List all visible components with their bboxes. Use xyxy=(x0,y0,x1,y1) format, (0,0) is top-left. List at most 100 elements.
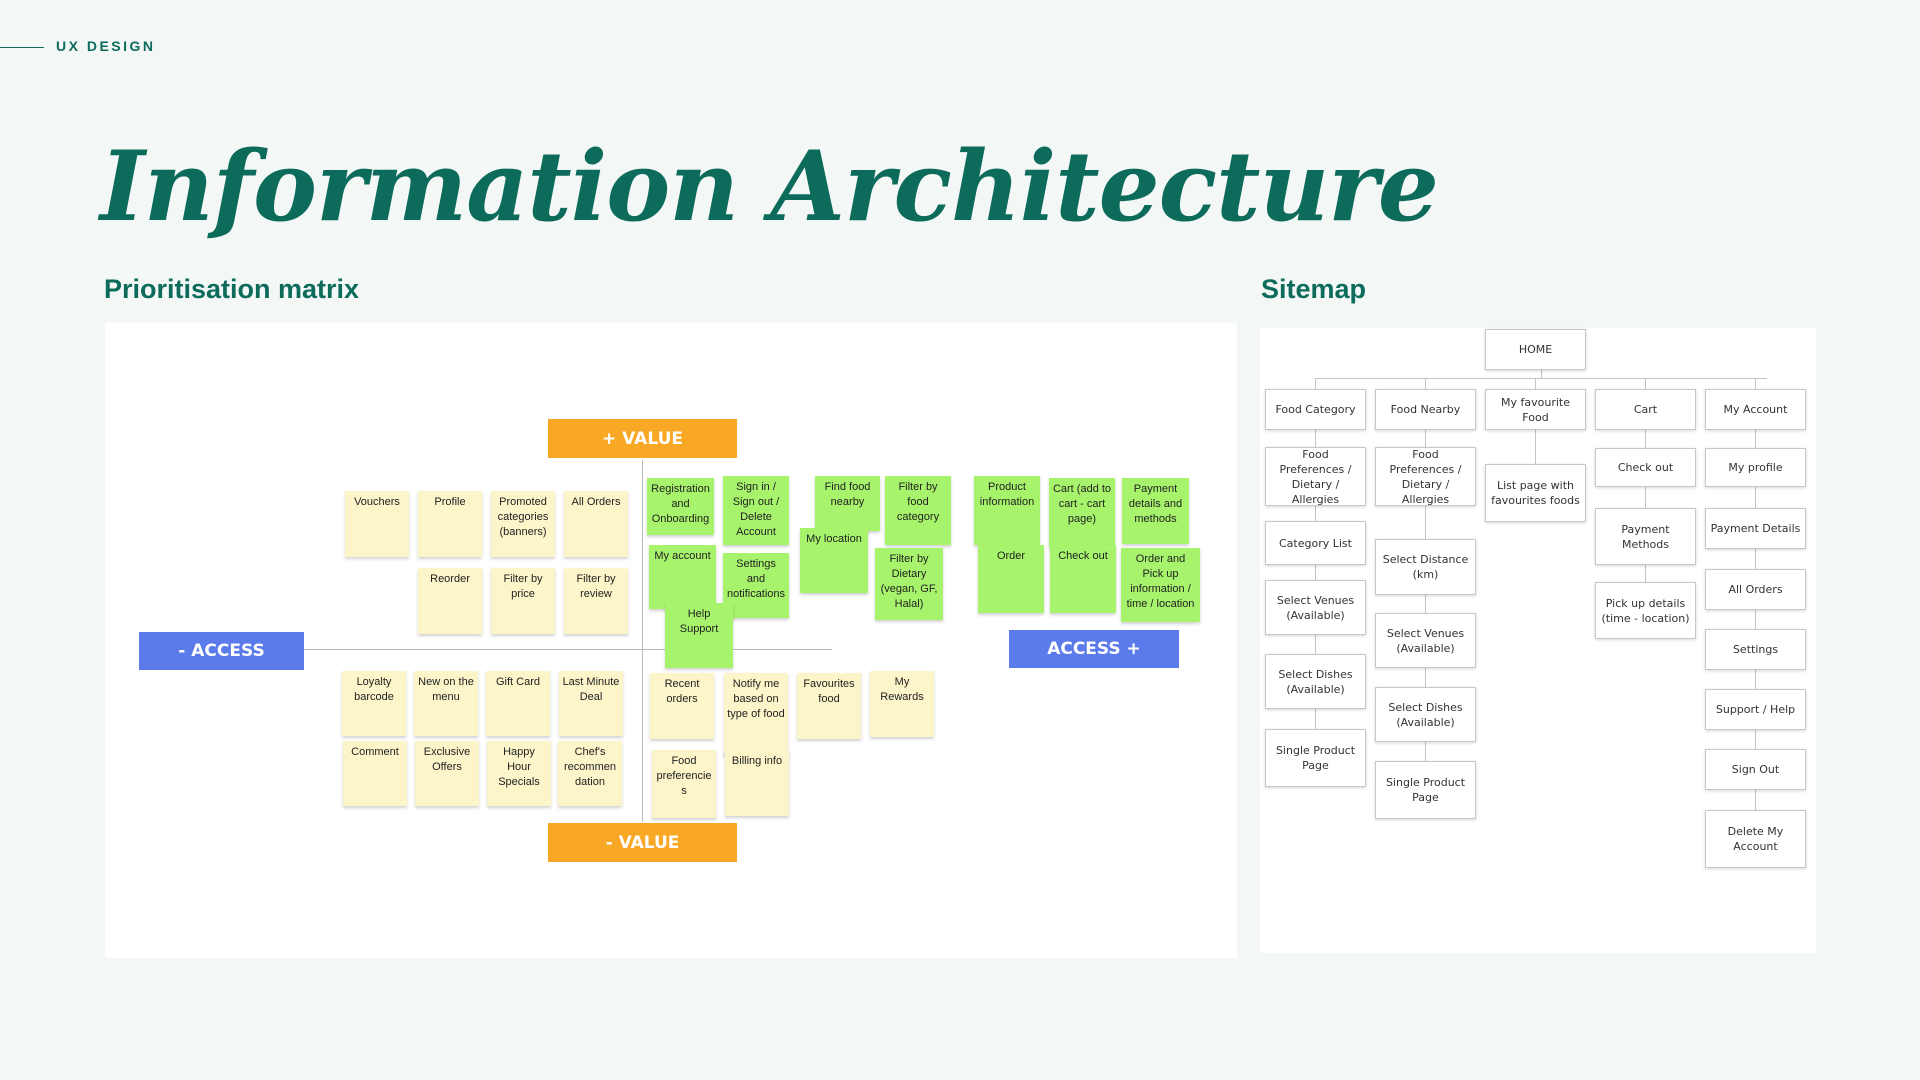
sticky-note: Happy Hour Specials xyxy=(487,741,551,806)
sitemap-connector xyxy=(1541,370,1542,378)
sticky-note: Last Minute Deal xyxy=(559,671,623,736)
sitemap-connector xyxy=(1425,430,1426,447)
section-kicker: UX DESIGN xyxy=(56,38,156,54)
sticky-note: Billing info xyxy=(725,750,789,816)
sitemap-connector xyxy=(1645,378,1646,389)
sitemap-node: Sign Out xyxy=(1705,749,1806,790)
vertical-axis xyxy=(642,460,643,822)
sticky-note: Check out xyxy=(1050,545,1116,613)
sticky-note: Exclusive Offers xyxy=(415,741,479,806)
sticky-note: Food preferencie s xyxy=(652,750,716,818)
sitemap-node: Select Distance (km) xyxy=(1375,539,1476,595)
kicker-line xyxy=(0,47,44,48)
sitemap-node: All Orders xyxy=(1705,569,1806,610)
sitemap-connector xyxy=(1535,378,1536,389)
sitemap-node: Food Category xyxy=(1265,389,1366,430)
sitemap-home-node: HOME xyxy=(1485,329,1586,370)
sitemap-node: Delete My Account xyxy=(1705,810,1806,868)
sticky-note: Product information xyxy=(974,476,1040,545)
sticky-note: Order and Pick up information / time / l… xyxy=(1121,548,1200,622)
sticky-note: Sign in / Sign out / Delete Account xyxy=(723,476,789,545)
sitemap-node: Single Product Page xyxy=(1375,761,1476,819)
sitemap-node: Select Venues (Available) xyxy=(1265,580,1366,635)
access-plus-label: ACCESS + xyxy=(1009,630,1179,668)
sitemap-connector xyxy=(1755,610,1756,629)
sitemap-node: List page with favourites foods xyxy=(1485,464,1586,522)
sticky-note: Registration and Onboarding xyxy=(647,478,714,535)
sitemap-node: My profile xyxy=(1705,448,1806,487)
sitemap-connector xyxy=(1755,487,1756,508)
sitemap-connector xyxy=(1315,709,1316,729)
sticky-note: Comment xyxy=(343,741,407,806)
sitemap-connector xyxy=(1535,430,1536,464)
sitemap-connector xyxy=(1315,378,1316,389)
sitemap-connector xyxy=(1315,430,1316,447)
sitemap-title: Sitemap xyxy=(1261,274,1367,304)
sticky-note: Profile xyxy=(418,491,482,557)
sitemap-connector xyxy=(1645,430,1646,448)
sitemap-node: Single Product Page xyxy=(1265,729,1366,787)
sticky-note: Chef's recommen dation xyxy=(558,741,622,806)
sticky-note: Vouchers xyxy=(345,491,409,557)
sitemap-node: My favourite Food xyxy=(1485,389,1586,430)
sticky-note: My location xyxy=(800,528,868,593)
sitemap-node: Payment Methods xyxy=(1595,508,1696,565)
sticky-note: Loyalty barcode xyxy=(342,671,406,736)
sitemap-node: Pick up details (time - location) xyxy=(1595,582,1696,639)
sticky-note: Recent orders xyxy=(650,673,714,739)
sitemap-connector xyxy=(1755,430,1756,448)
sitemap-connector xyxy=(1425,506,1426,539)
sitemap-node: Support / Help xyxy=(1705,689,1806,730)
sitemap-node: My Account xyxy=(1705,389,1806,430)
sitemap-connector xyxy=(1315,378,1767,379)
sticky-note: Filter by food category xyxy=(885,476,951,545)
sticky-note: Favourites food xyxy=(797,673,861,739)
sitemap-connector xyxy=(1755,378,1756,389)
sticky-note: Notify me based on type of food xyxy=(724,673,788,755)
sticky-note: Cart (add to cart - cart page) xyxy=(1049,478,1115,547)
matrix-title: Prioritisation matrix xyxy=(104,274,360,304)
sitemap-node: Select Venues (Available) xyxy=(1375,613,1476,668)
sitemap-connector xyxy=(1425,378,1426,389)
sitemap-connector xyxy=(1645,565,1646,582)
sitemap-node: Select Dishes (Available) xyxy=(1265,654,1366,709)
sitemap-connector xyxy=(1315,565,1316,580)
sticky-note: Gift Card xyxy=(486,671,550,736)
sticky-note: Reorder xyxy=(418,568,482,634)
value-plus-label: + VALUE xyxy=(548,419,737,458)
sticky-note: Find food nearby xyxy=(815,476,880,531)
sitemap-connector xyxy=(1755,730,1756,749)
sticky-note: New on the menu xyxy=(414,671,478,736)
sitemap-node: Food Nearby xyxy=(1375,389,1476,430)
sitemap-connector xyxy=(1425,668,1426,687)
access-minus-label: - ACCESS xyxy=(139,632,304,670)
sitemap-node: Check out xyxy=(1595,448,1696,487)
sitemap-node: Food Preferences / Dietary / Allergies xyxy=(1375,447,1476,506)
sitemap-connector xyxy=(1755,549,1756,569)
sitemap-node: Food Preferences / Dietary / Allergies xyxy=(1265,447,1366,506)
sitemap-node: Category List xyxy=(1265,521,1366,565)
page-title: Information Architecture xyxy=(100,130,1439,243)
horizontal-axis xyxy=(262,649,832,650)
sitemap-node: Settings xyxy=(1705,629,1806,670)
sticky-note: Promoted categories (banners) xyxy=(491,491,555,557)
sticky-note: Help Support xyxy=(665,603,733,668)
sitemap-connector xyxy=(1425,595,1426,613)
sticky-note: All Orders xyxy=(564,491,628,557)
sitemap-connector xyxy=(1425,742,1426,761)
sticky-note: Order xyxy=(978,545,1044,613)
sitemap-node: Select Dishes (Available) xyxy=(1375,687,1476,742)
sitemap-connector xyxy=(1315,506,1316,521)
sitemap-connector xyxy=(1755,790,1756,810)
sticky-note: Filter by price xyxy=(491,568,555,634)
sticky-note: Filter by review xyxy=(564,568,628,634)
sticky-note: Filter by Dietary (vegan, GF, Halal) xyxy=(875,548,943,620)
sitemap-connector xyxy=(1315,635,1316,654)
sticky-note: Payment details and methods xyxy=(1122,478,1189,544)
sticky-note: My Rewards xyxy=(870,671,934,737)
sitemap-connector xyxy=(1755,670,1756,689)
sitemap-node: Payment Details xyxy=(1705,508,1806,549)
sitemap-connector xyxy=(1645,487,1646,508)
